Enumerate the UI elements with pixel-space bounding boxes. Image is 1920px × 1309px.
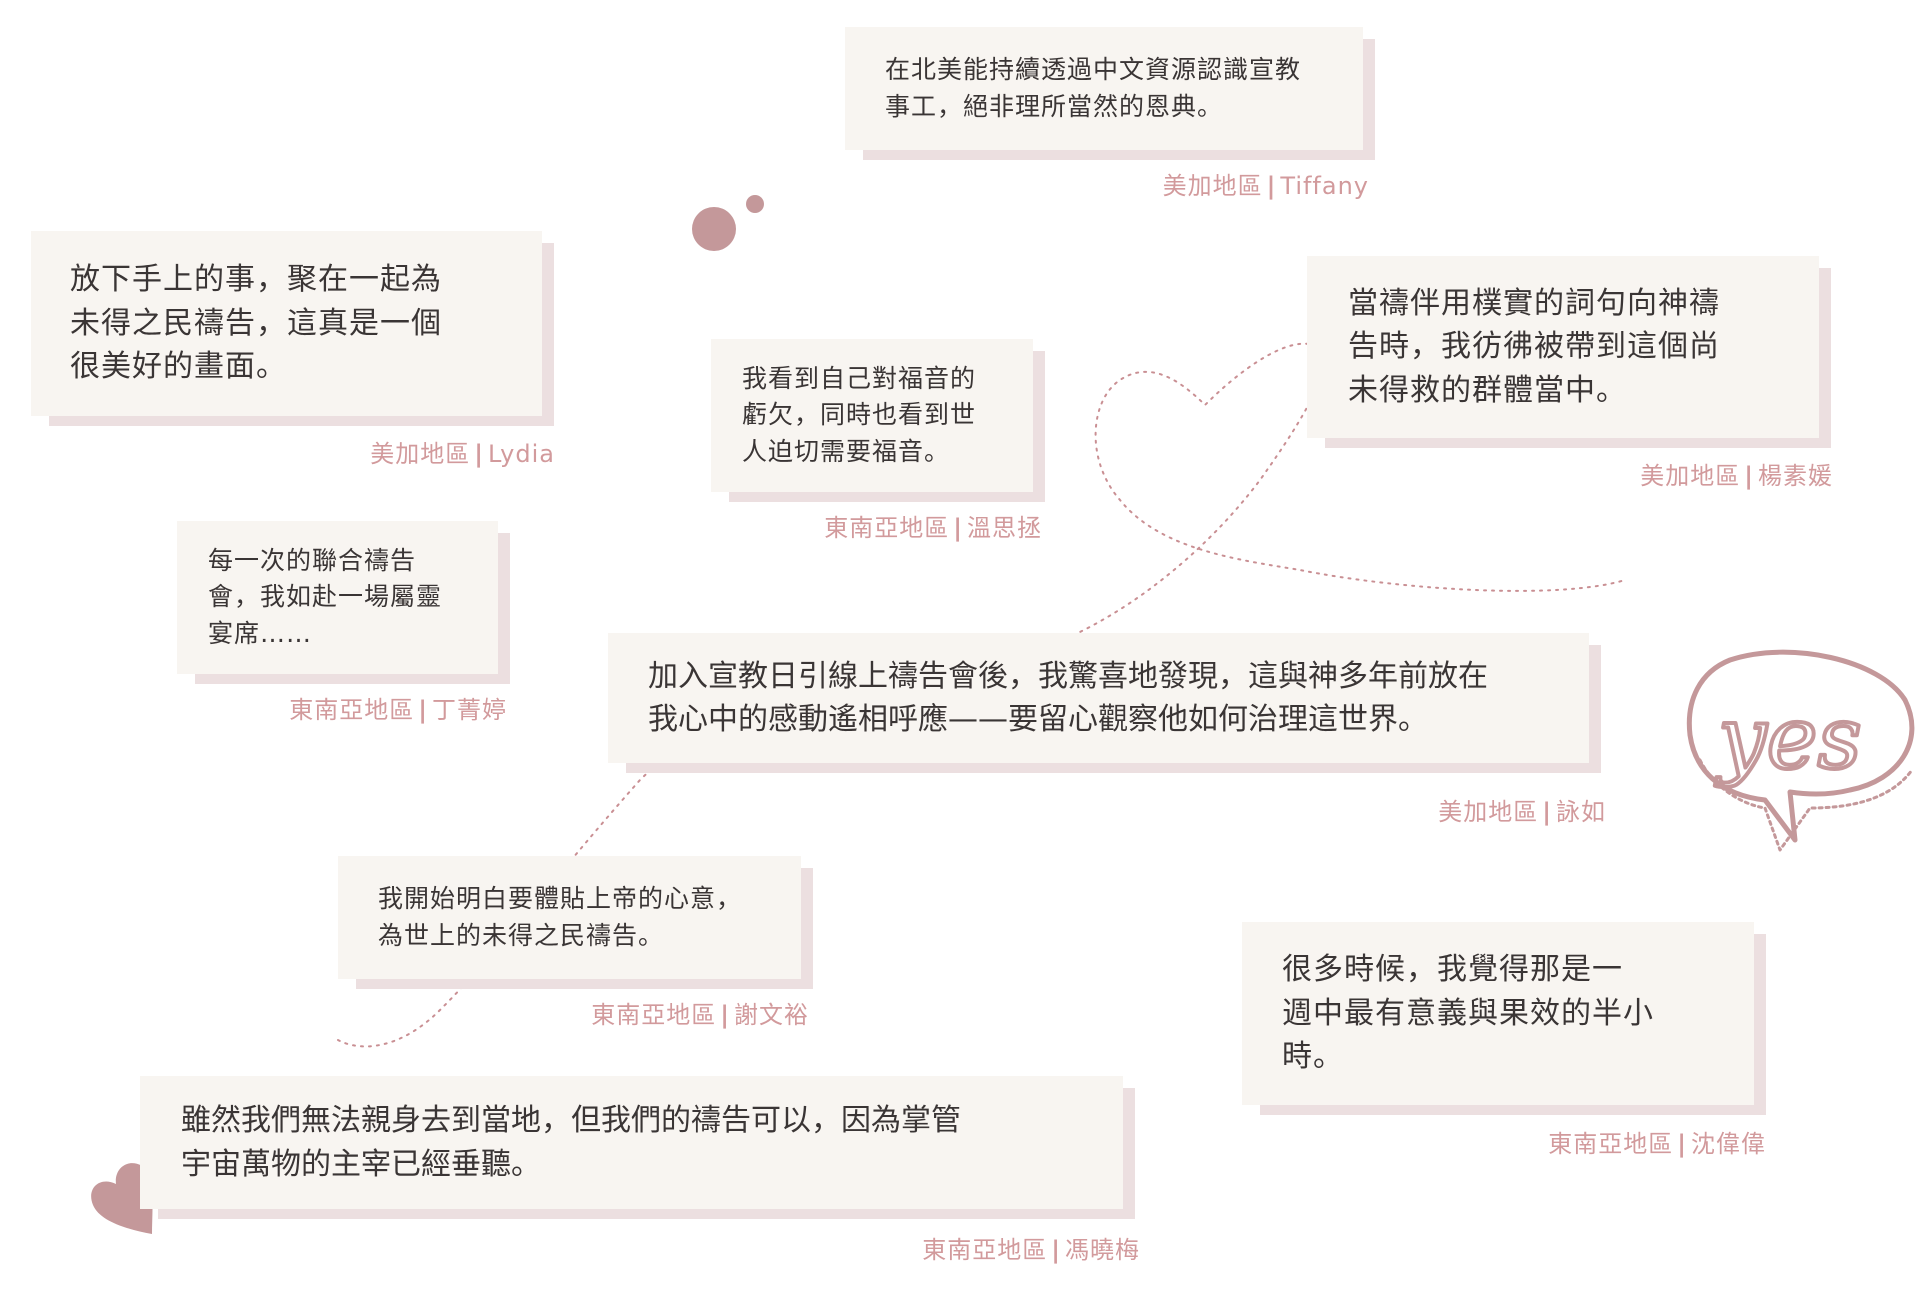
testimonial-card: 很多時候，我覺得那是一 週中最有意義與果效的半小 時。 xyxy=(1242,922,1766,1115)
dot-small xyxy=(746,195,764,213)
testimonial-card: 每一次的聯合禱告 會，我如赴一場屬靈 宴席…… xyxy=(177,521,510,684)
testimonial-author: 美加地區|Lydia xyxy=(370,440,555,468)
testimonial-quote: 很多時候，我覺得那是一 週中最有意義與果效的半小 時。 xyxy=(1282,952,1654,1075)
testimonial-card: 放下手上的事，聚在一起為 未得之民禱告，這真是一個 很美好的畫面。 xyxy=(31,231,554,426)
dotted-heart-path xyxy=(337,342,1626,1048)
dot-large xyxy=(692,207,736,251)
testimonial-author: 美加地區|楊素媛 xyxy=(1640,462,1833,490)
testimonial-author: 東南亞地區|溫思拯 xyxy=(824,514,1042,542)
testimonial-card: 當禱伴用樸實的詞句向神禱 告時，我彷彿被帶到這個尚 未得救的群體當中。 xyxy=(1307,256,1831,448)
heart-icon xyxy=(91,1163,153,1234)
testimonial-card: 我開始明白要體貼上帝的心意， 為世上的未得之民禱告。 xyxy=(338,856,813,989)
testimonial-author: 東南亞地區|丁菁婷 xyxy=(289,696,507,724)
testimonial-card: 加入宣教日引線上禱告會後，我驚喜地發現，這與神多年前放在 我心中的感動遙相呼應—… xyxy=(608,633,1601,773)
testimonial-quote: 當禱伴用樸實的詞句向神禱 告時，我彷彿被帶到這個尚 未得救的群體當中。 xyxy=(1348,285,1720,408)
testimonial-card: 在北美能持續透過中文資源認識宣教 事工，絕非理所當然的恩典。 xyxy=(845,27,1375,160)
testimonial-author: 東南亞地區|馮曉梅 xyxy=(922,1236,1140,1264)
testimonial-quote: 我開始明白要體貼上帝的心意， 為世上的未得之民禱告。 xyxy=(378,884,743,950)
yes-speech-bubble-icon: yes xyxy=(1686,649,1915,852)
testimonial-card: 我看到自己對福音的 虧欠，同時也看到世 人迫切需要福音。 xyxy=(711,339,1045,502)
yes-text: yes xyxy=(1714,689,1862,789)
testimonial-quote: 每一次的聯合禱告 會，我如赴一場屬靈 宴席…… xyxy=(208,546,443,648)
testimonial-card: 雖然我們無法親身去到當地，但我們的禱告可以，因為掌管 宇宙萬物的主宰已經垂聽。 xyxy=(140,1076,1135,1219)
testimonial-quote: 在北美能持續透過中文資源認識宣教 事工，絕非理所當然的恩典。 xyxy=(885,55,1302,121)
testimonial-quote: 放下手上的事，聚在一起為 未得之民禱告，這真是一個 很美好的畫面。 xyxy=(70,262,442,385)
testimonial-author: 美加地區|詠如 xyxy=(1438,798,1606,826)
testimonial-author: 美加地區|Tiffany xyxy=(1162,172,1369,200)
testimonial-author: 東南亞地區|沈偉偉 xyxy=(1548,1130,1766,1158)
testimonial-quote: 我看到自己對福音的 虧欠，同時也看到世 人迫切需要福音。 xyxy=(742,364,977,466)
testimonial-quote: 雖然我們無法親身去到當地，但我們的禱告可以，因為掌管 宇宙萬物的主宰已經垂聽。 xyxy=(181,1103,961,1182)
testimonial-quote: 加入宣教日引線上禱告會後，我驚喜地發現，這與神多年前放在 我心中的感動遙相呼應—… xyxy=(648,658,1488,738)
testimonial-author: 東南亞地區|謝文裕 xyxy=(591,1001,809,1029)
